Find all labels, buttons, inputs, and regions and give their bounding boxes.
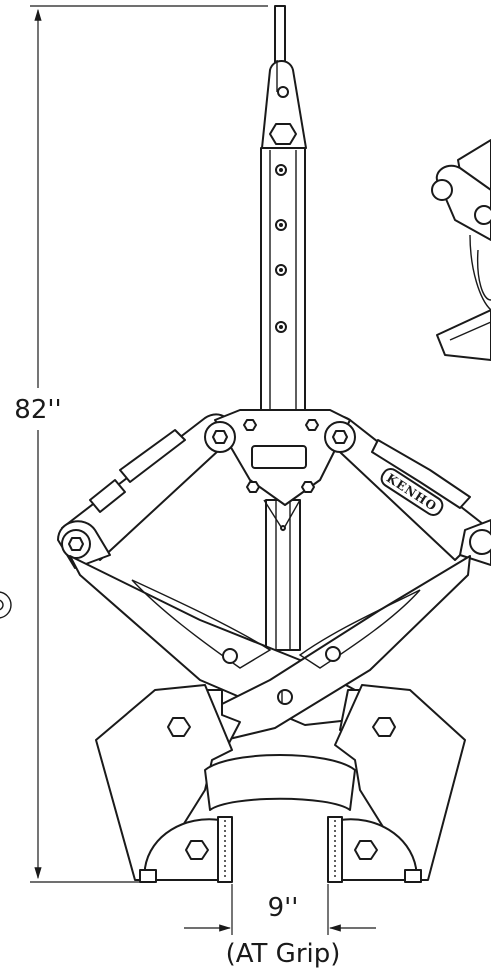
width-note: (AT Grip) [226,939,341,969]
head-plate [204,409,356,532]
jaws [95,684,466,883]
vertical-bar [260,147,306,651]
height-label: 82'' [14,395,61,425]
width-dimension: 9'' (AT Grip) [184,884,376,969]
lifting-eye [261,5,307,149]
height-dimension: 82'' [14,5,268,883]
width-label: 9'' [268,893,299,923]
left-callout-circle [0,591,12,619]
secondary-view [431,139,491,361]
